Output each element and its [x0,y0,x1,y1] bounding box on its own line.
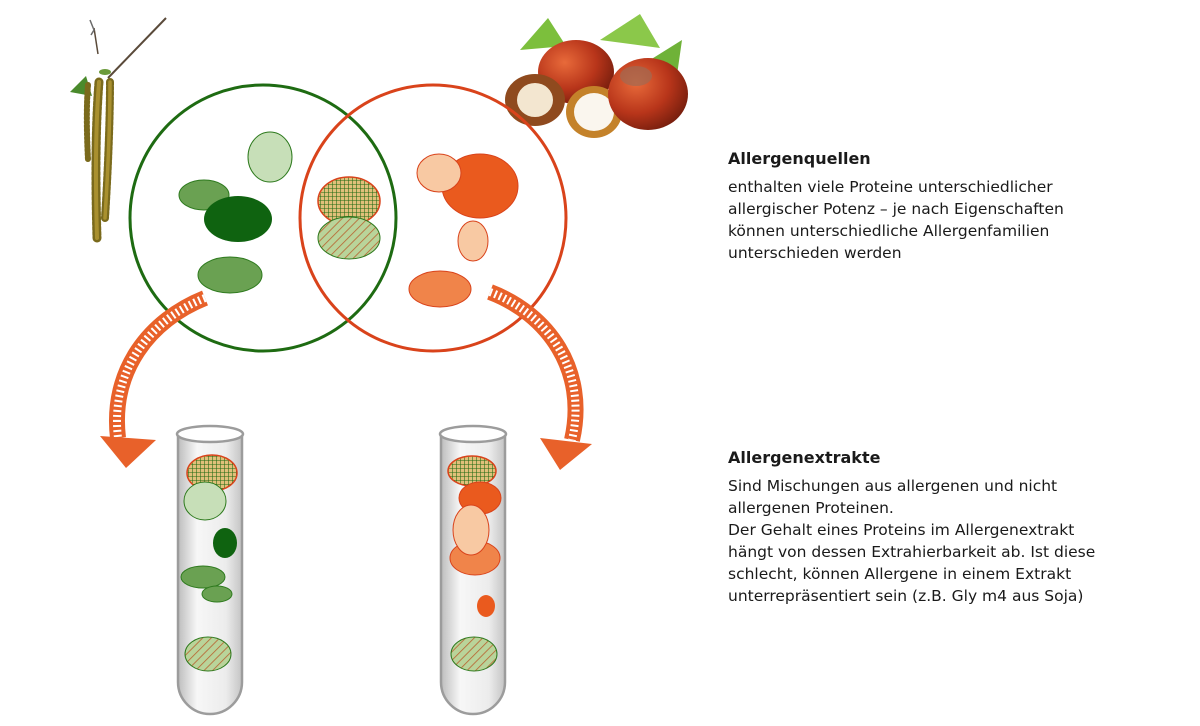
allergen-sources-heading: Allergenquellen [728,149,871,168]
extract-protein-mid-green-2 [201,585,233,603]
curved-arrow-icon [487,284,592,470]
birch-catkins-icon [70,17,167,243]
hazelnut-icon [505,14,688,138]
allergen-sources-text: Allergenquellen enthalten viele Proteine… [728,148,1158,264]
protein-mid-green-2 [197,256,263,294]
protein-mid-orange [408,270,472,308]
allergen-extracts-body: Sind Mischungen aus allergenen und nicht… [728,477,1096,605]
allergen-extracts-heading: Allergenextrakte [728,448,881,467]
curved-arrow-icon [100,290,209,468]
test-tube-icon [438,424,508,716]
hazel-source-circle [298,83,568,353]
birch-source-circle [128,83,398,353]
extract-protein-hatch [450,636,498,672]
extract-protein-light-orange [452,504,490,556]
extract-protein-small-orange [477,595,495,617]
protein-light-orange [416,153,462,193]
allergen-sources-body: enthalten viele Proteine unterschiedlich… [728,178,1064,262]
protein-light-green [247,131,293,183]
extract-protein-light-green [183,481,227,521]
extract-protein-mid-green [180,565,226,589]
extract-protein-dark-green [213,528,237,558]
test-tube-icon [175,424,245,716]
extract-protein-grid [447,455,497,487]
allergen-extracts-text: Allergenextrakte Sind Mischungen aus all… [728,447,1158,607]
protein-dark-green [204,196,272,242]
extract-protein-hatch [184,636,232,672]
protein-light-orange-2 [457,220,489,262]
protein-shared-hatch [317,216,381,260]
